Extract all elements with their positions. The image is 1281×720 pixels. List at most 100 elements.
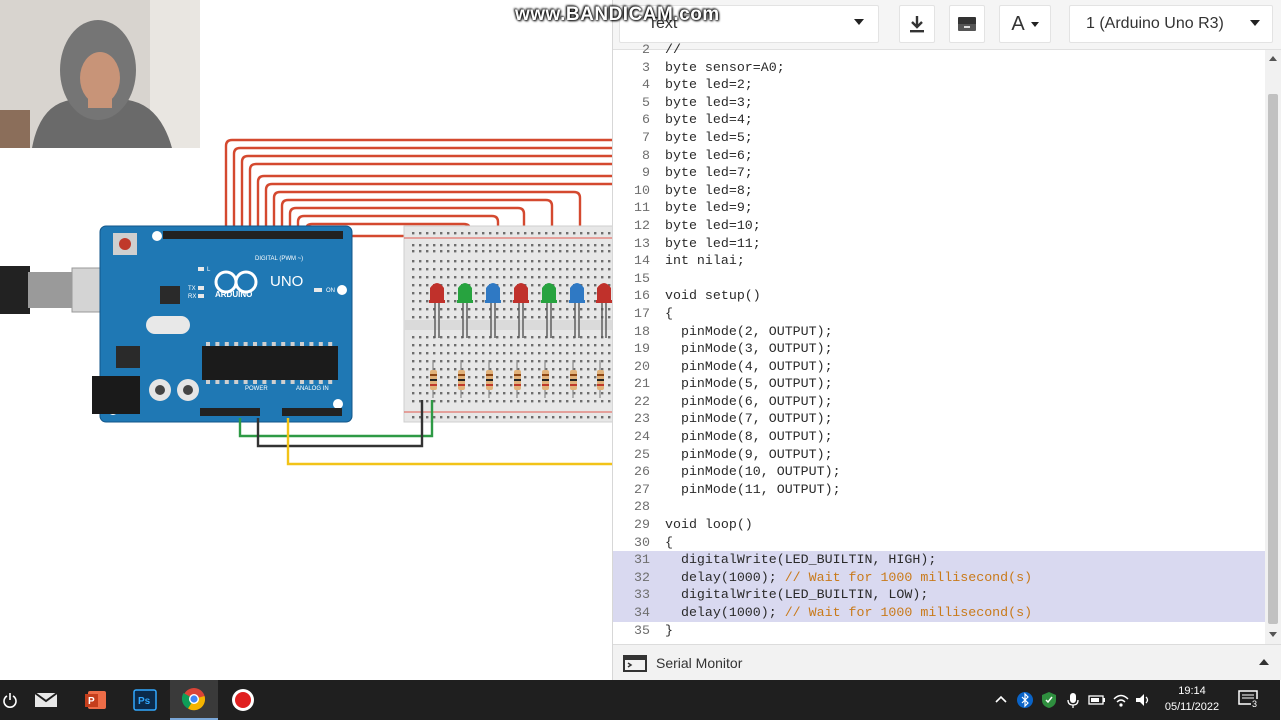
- led[interactable]: [457, 283, 473, 338]
- analog-header: [282, 408, 342, 416]
- security-icon[interactable]: [1040, 691, 1058, 709]
- code-line[interactable]: 33 digitalWrite(LED_BUILTIN, LOW);: [613, 586, 1265, 604]
- resistor[interactable]: [542, 360, 549, 398]
- code-line[interactable]: 34 delay(1000); // Wait for 1000 millise…: [613, 604, 1265, 622]
- board-select[interactable]: 1 (Arduino Uno R3): [1069, 5, 1273, 43]
- line-number: 9: [642, 165, 650, 181]
- code-statement: pinMode(9, OUTPUT);: [665, 446, 833, 462]
- arduino-uno-board[interactable]: ARDUINO UNO DIGITAL (PWM ~) POWER ANALOG…: [92, 225, 353, 423]
- scroll-up-icon[interactable]: [1269, 56, 1277, 61]
- bluetooth-icon[interactable]: [1016, 691, 1034, 709]
- code-text: void setup(): [665, 287, 761, 305]
- led[interactable]: [596, 283, 612, 338]
- line-number: 24: [634, 429, 650, 445]
- microphone-icon[interactable]: [1064, 691, 1082, 709]
- code-line[interactable]: 30{: [613, 534, 1265, 552]
- jumper-wire: [232, 146, 612, 234]
- editor-scrollbar[interactable]: [1265, 50, 1281, 644]
- led[interactable]: [541, 283, 557, 338]
- webcam-overlay: [0, 0, 200, 148]
- jumper-wire: [224, 138, 612, 234]
- code-line[interactable]: 20 pinMode(4, OUTPUT);: [613, 358, 1265, 376]
- power-icon[interactable]: [0, 680, 20, 720]
- bandicam-icon[interactable]: [219, 680, 267, 720]
- chevron-up-icon[interactable]: [1259, 659, 1269, 665]
- resistor[interactable]: [514, 360, 521, 398]
- resistor[interactable]: [458, 360, 465, 398]
- code-line[interactable]: 28: [613, 498, 1265, 516]
- notification-center-button[interactable]: 3: [1238, 690, 1260, 710]
- code-statement: digitalWrite(LED_BUILTIN, HIGH);: [665, 552, 937, 568]
- code-text: pinMode(2, OUTPUT);: [665, 323, 833, 341]
- code-statement: int nilai;: [665, 253, 745, 269]
- rx-label: RX: [188, 294, 196, 300]
- led[interactable]: [485, 283, 501, 338]
- upload-to-device-button[interactable]: [949, 5, 985, 43]
- code-line[interactable]: 18 pinMode(2, OUTPUT);: [613, 323, 1265, 341]
- photoshop-icon[interactable]: Ps: [121, 680, 169, 720]
- code-line[interactable]: 27 pinMode(11, OUTPUT);: [613, 481, 1265, 499]
- download-code-button[interactable]: [899, 5, 935, 43]
- battery-icon[interactable]: [1088, 691, 1106, 709]
- circuit-canvas[interactable]: ARDUINO UNO DIGITAL (PWM ~) POWER ANALOG…: [0, 0, 615, 680]
- ground-wire-green: [238, 400, 434, 438]
- code-line[interactable]: 22 pinMode(6, OUTPUT);: [613, 393, 1265, 411]
- line-number: 30: [634, 534, 650, 550]
- led[interactable]: [569, 283, 585, 338]
- code-line[interactable]: 2//: [613, 41, 1265, 59]
- code-line[interactable]: 23 pinMode(7, OUTPUT);: [613, 410, 1265, 428]
- code-line[interactable]: 17{: [613, 305, 1265, 323]
- code-line[interactable]: 26 pinMode(10, OUTPUT);: [613, 463, 1265, 481]
- font-size-button[interactable]: A: [999, 5, 1051, 43]
- wifi-icon[interactable]: [1112, 691, 1130, 709]
- resistor[interactable]: [570, 360, 577, 398]
- code-line[interactable]: 15: [613, 270, 1265, 288]
- code-line[interactable]: 21 pinMode(5, OUTPUT);: [613, 375, 1265, 393]
- code-text: delay(1000); // Wait for 1000 millisecon…: [665, 604, 1032, 622]
- code-line[interactable]: 24 pinMode(8, OUTPUT);: [613, 428, 1265, 446]
- scroll-down-icon[interactable]: [1269, 632, 1277, 637]
- mail-icon[interactable]: [22, 680, 70, 720]
- chevron-up-icon[interactable]: [992, 691, 1010, 709]
- code-line[interactable]: 31 digitalWrite(LED_BUILTIN, HIGH);: [613, 551, 1265, 569]
- line-number: 10: [634, 182, 650, 198]
- code-line[interactable]: 32 delay(1000); // Wait for 1000 millise…: [613, 568, 1265, 587]
- code-statement: byte led=2;: [665, 77, 753, 93]
- code-line[interactable]: 19 pinMode(3, OUTPUT);: [613, 340, 1265, 358]
- scroll-thumb[interactable]: [1268, 94, 1278, 624]
- code-statement: pinMode(8, OUTPUT);: [665, 429, 833, 445]
- serial-monitor-bar[interactable]: Serial Monitor: [613, 644, 1281, 680]
- clock-date: 05/11/2022: [1164, 701, 1220, 713]
- line-number: 21: [634, 376, 650, 392]
- line-number: 6: [642, 112, 650, 128]
- led[interactable]: [429, 283, 445, 338]
- code-line[interactable]: 35}: [613, 622, 1265, 640]
- code-text: byte led=6;: [665, 147, 753, 165]
- resistor[interactable]: [597, 360, 604, 398]
- led[interactable]: [513, 283, 529, 338]
- code-mode-select[interactable]: Text: [619, 5, 879, 43]
- volume-icon[interactable]: [1134, 691, 1152, 709]
- resistor[interactable]: [486, 360, 493, 398]
- powerpoint-icon[interactable]: P: [72, 680, 120, 720]
- chrome-icon[interactable]: [170, 680, 218, 720]
- download-icon: [910, 16, 924, 33]
- code-line[interactable]: 25 pinMode(9, OUTPUT);: [613, 446, 1265, 464]
- system-clock[interactable]: 19:14 05/11/2022: [1150, 683, 1234, 715]
- resistor[interactable]: [430, 360, 437, 398]
